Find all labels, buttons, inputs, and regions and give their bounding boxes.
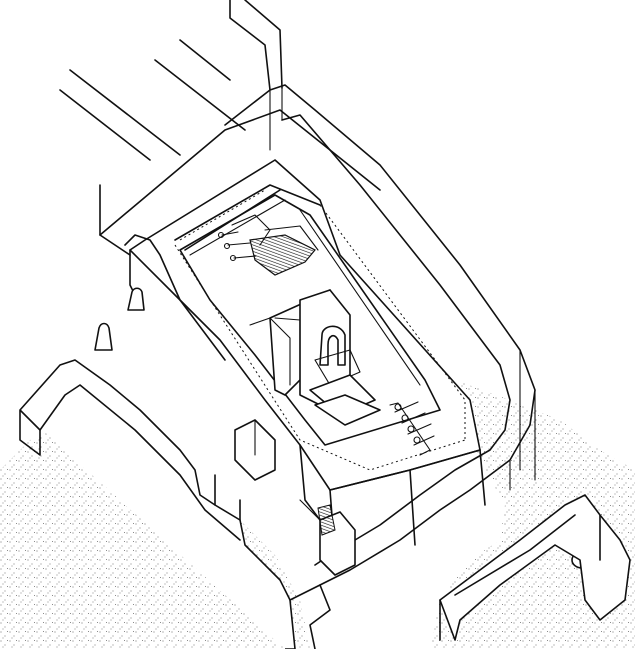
southeast-wall — [439, 494, 631, 641]
stepped-ramp — [389, 401, 435, 456]
cone-marker-1 — [127, 287, 145, 311]
cone-marker-2 — [94, 322, 113, 351]
southwest-wall — [19, 359, 296, 649]
central-shrine — [249, 289, 381, 426]
south-wall — [289, 499, 356, 649]
colonnade-block — [217, 214, 319, 276]
inner-court — [179, 194, 441, 446]
east-enclosure-wall — [269, 84, 536, 586]
